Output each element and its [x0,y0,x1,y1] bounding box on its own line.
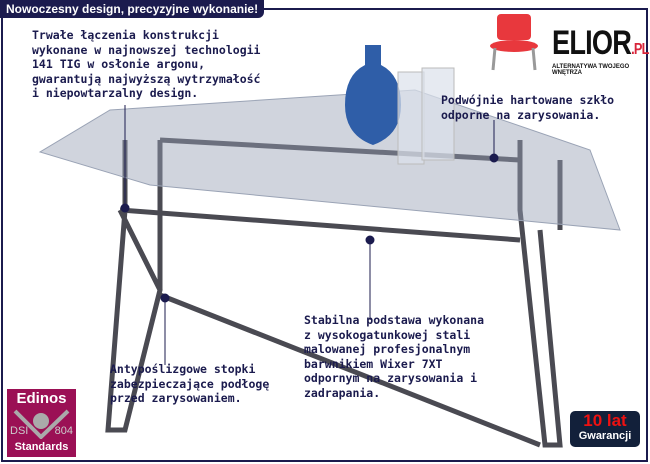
callout-lines [120,105,499,365]
feature-base: Stabilna podstawa wykonana z wysokogatun… [304,313,485,400]
headline: Nowoczesny design, precyzyjne wykonanie! [0,0,265,18]
image-frame [1,8,648,462]
feature-feet: Antypoślizgowe stopki zabezpieczające po… [110,362,270,405]
feature-glass: Podwójnie hartowane szkło odporne na zar… [441,93,615,122]
vase [345,45,455,165]
brand-name: ELIOR.PL [552,24,649,62]
feature-welding: Trwałe łączenia konstrukcji wykonane w n… [32,28,261,100]
brand-tagline: ALTERNATYWA TWOJEGO WNĘTRZA [552,64,630,76]
table-frame [105,137,563,448]
chair-icon [490,14,538,71]
edinos-badge: Edinos DSI 804 Standards [7,389,76,457]
warranty-badge: 10 lat Gwarancji [570,411,640,447]
